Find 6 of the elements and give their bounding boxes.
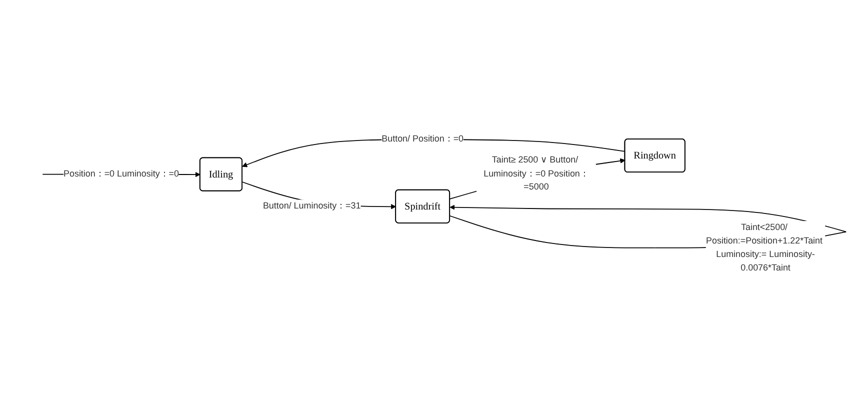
edge-label: Position：=0 Luminosity：=0 (64, 168, 179, 180)
edge-label: Taint<2500/ Position:=Position+1.22*Taint Luminosity:= Luminosity-0.0076*Taint (706, 222, 823, 273)
edge-label: Button/ Position：=0 (382, 134, 464, 144)
edge-label: Taint≥ 2500 ∨ Button/ Luminosity：=0 Position：=5000 (484, 155, 589, 192)
edge-label: Button/ Luminosity：=31 (262, 201, 361, 212)
state-diagram: Position：=0 Luminosity：=0 Button/ Luminosity：=31 Taint<2500/ Position:=Position+1.22*Taint Luminosity:= Luminosity-0.0076*Taint Taint≥ 2500 ∨ Button/ Luminosity：=0 Position：=5000 Button/ Position：=0 Idling Spindrift Ringdown (2, 128, 851, 280)
